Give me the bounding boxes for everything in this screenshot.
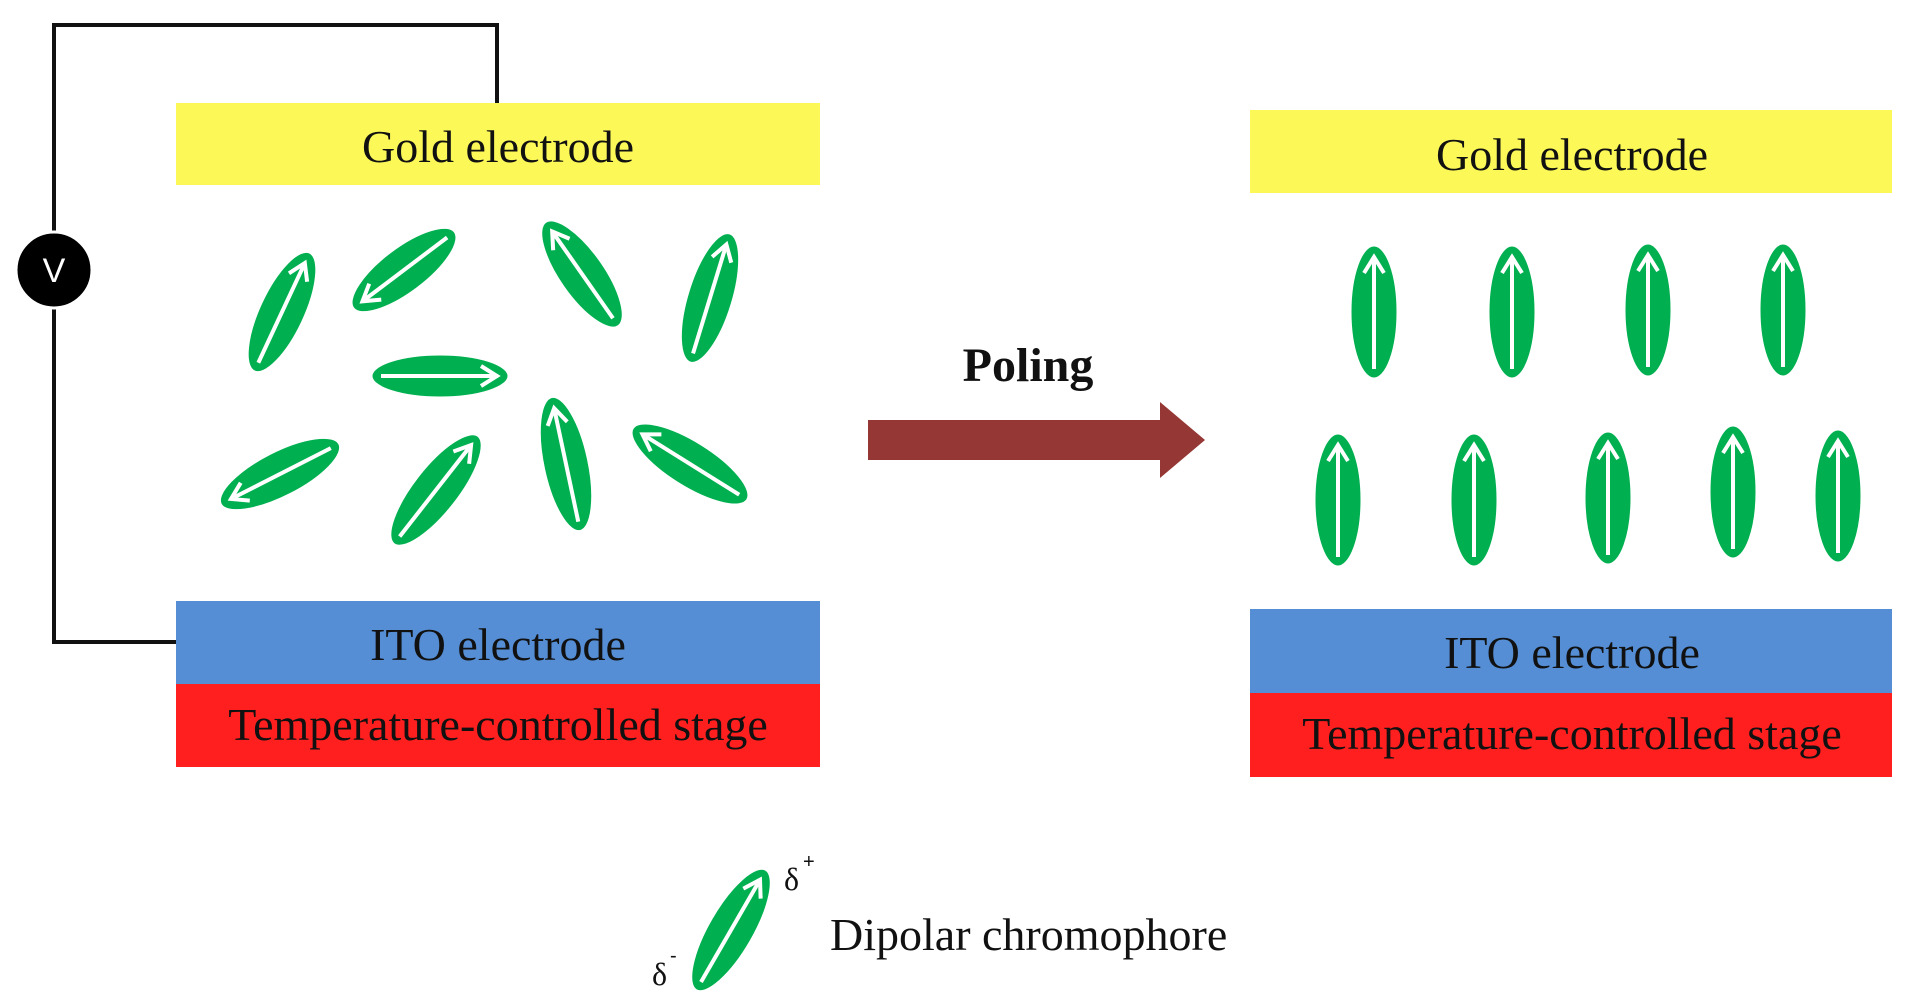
dipole-arrow-head: [227, 481, 250, 503]
circuit-wire: [52, 23, 499, 644]
right-ito-electrode: [1250, 609, 1892, 693]
right-temperature-stage: [1250, 693, 1892, 777]
dipole-arrow-head: [1636, 251, 1660, 273]
chromophore: [1348, 243, 1400, 381]
dipole-arrow-head: [639, 432, 662, 453]
chromophore: [689, 866, 773, 994]
chromophore: [1812, 427, 1864, 565]
right-temperature-stage-label: Temperature-controlled stage: [1302, 708, 1842, 759]
chromophore: [1486, 243, 1538, 381]
chromophore: [1757, 241, 1809, 379]
dipole-arrow-head: [1462, 441, 1486, 463]
left-temperature-stage-label: Temperature-controlled stage: [228, 699, 768, 750]
left-panel: V Gold electrode ITO electrode Temperatu…: [14, 23, 820, 767]
dipole-arrow-shaft: [233, 446, 332, 499]
voltmeter-circle: [14, 230, 94, 310]
dipole-arrow-head: [710, 240, 734, 264]
right-gold-electrode-label: Gold electrode: [1436, 129, 1708, 180]
chromophore: [1448, 431, 1500, 569]
chromophore: [537, 394, 595, 534]
left-gold-electrode: [176, 103, 820, 185]
poling-process: Poling: [868, 339, 1205, 478]
poling-arrow: [868, 402, 1205, 478]
left-chromophores: [217, 218, 751, 548]
right-panel: Gold electrode ITO electrode Temperature…: [1250, 110, 1892, 777]
dipole-arrow-shaft: [552, 233, 615, 320]
dipole-arrow-head: [545, 404, 569, 427]
right-chromophores: [1312, 241, 1864, 569]
left-ito-electrode-label: ITO electrode: [370, 619, 626, 670]
chromophore: [1622, 241, 1674, 379]
chromophore: [1582, 429, 1634, 567]
dipole-arrow-shaft: [398, 447, 471, 538]
left-gold-electrode-label: Gold electrode: [362, 121, 634, 172]
dipole-arrow-head: [1500, 253, 1524, 275]
dipole-arrow-head: [479, 364, 501, 388]
chromophore: [1707, 423, 1759, 561]
chromophore: [217, 435, 343, 513]
legend: δ + δ - Dipolar chromophore: [652, 851, 1227, 994]
dipole-arrow-shaft: [644, 434, 741, 497]
chromophore: [388, 432, 484, 548]
voltmeter: V: [14, 230, 94, 310]
chromophore: [1312, 431, 1364, 569]
dipole-arrow-shaft: [256, 265, 305, 364]
dipole-arrow-head: [1362, 253, 1386, 275]
dipole-arrow-head: [1596, 439, 1620, 461]
legend-delta-negative: δ: [652, 956, 667, 992]
dipole-arrow-shaft: [691, 247, 728, 355]
right-ito-electrode-label: ITO electrode: [1444, 627, 1700, 678]
legend-sign-positive: +: [803, 851, 815, 873]
legend-delta-positive: δ: [784, 861, 799, 897]
chromophore: [678, 231, 742, 365]
chromophore: [349, 225, 459, 315]
legend-chromophore: [689, 866, 773, 994]
dipole-arrow-head: [1326, 441, 1350, 463]
right-gold-electrode: [1250, 110, 1892, 193]
chromophore: [245, 249, 319, 375]
left-ito-electrode: [176, 601, 820, 684]
legend-label: Dipolar chromophore: [830, 909, 1227, 960]
dipole-arrow-shaft: [553, 411, 581, 523]
dipole-arrow-shaft: [699, 882, 760, 983]
dipole-arrow-head: [1721, 433, 1745, 455]
chromophore: [629, 421, 751, 507]
dipole-arrow-head: [550, 228, 571, 251]
chromophore: [369, 352, 511, 400]
voltmeter-label: V: [43, 252, 66, 290]
dipole-arrow-head: [1826, 437, 1850, 459]
dipole-arrow-head: [452, 442, 474, 465]
dipole-arrow-shaft: [364, 235, 449, 301]
poling-label: Poling: [963, 339, 1094, 392]
left-temperature-stage: [176, 684, 820, 767]
dipole-arrow-head: [359, 282, 382, 304]
chromophore: [539, 218, 625, 330]
legend-sign-negative: -: [670, 945, 677, 967]
dipole-arrow-head: [742, 876, 763, 899]
dipole-arrow-head: [1771, 251, 1795, 273]
dipole-arrow-head: [287, 259, 310, 283]
